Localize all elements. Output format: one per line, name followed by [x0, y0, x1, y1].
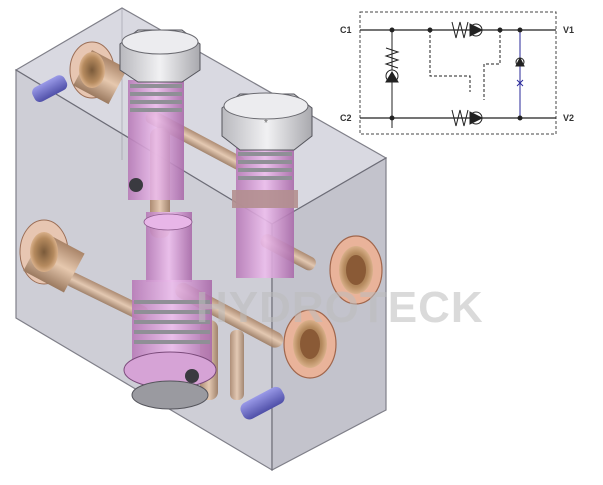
watermark-text: HYDROTECK	[196, 283, 484, 332]
screw-bottom	[185, 369, 199, 383]
port-left-top	[69, 41, 128, 105]
port-label-c2: C2	[340, 113, 352, 123]
svg-text:*: *	[264, 118, 268, 129]
cartridge-valve-2: *	[221, 92, 313, 278]
port-right-lower	[283, 309, 337, 379]
port-label-c1: C1	[340, 25, 352, 35]
port-left-bottom	[19, 219, 85, 293]
cartridge-valve-3	[123, 212, 217, 410]
schematic-frame	[359, 11, 557, 135]
cartridge-1-threads	[130, 84, 182, 112]
port-right-upper	[329, 235, 383, 305]
port-label-v1: V1	[563, 25, 574, 35]
screw-left	[129, 178, 143, 192]
port-label-v2: V2	[563, 113, 574, 123]
cartridge-valve-1	[119, 29, 201, 200]
hydraulic-schematic	[359, 11, 557, 135]
plug-bottom-blue	[240, 386, 285, 420]
plug-left-blue	[32, 75, 68, 103]
